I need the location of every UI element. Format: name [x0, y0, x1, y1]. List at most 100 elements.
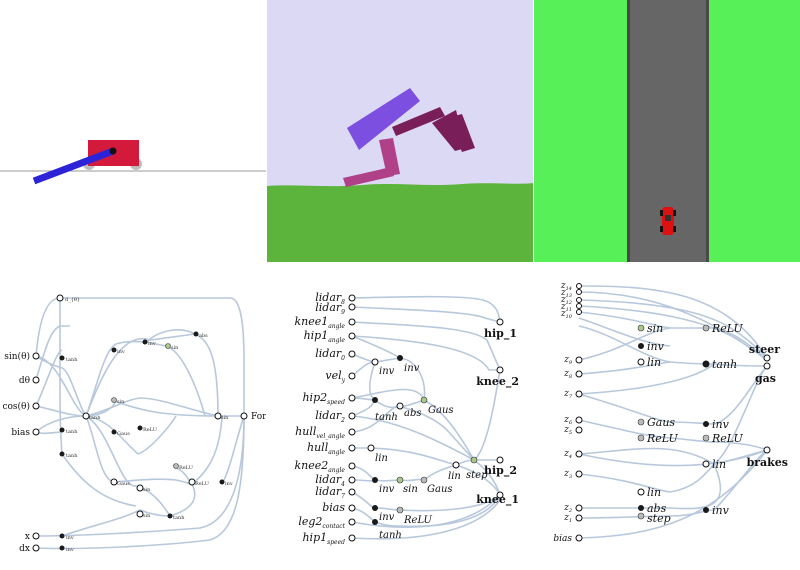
hidden-node [396, 506, 404, 514]
node-label: Gaus [117, 481, 130, 487]
hidden-node [165, 343, 171, 349]
pole [32, 147, 115, 185]
input-node [348, 350, 356, 358]
input-label: lidar4 [315, 473, 345, 488]
output-label: knee_1 [476, 493, 519, 507]
input-label: bias [553, 534, 572, 544]
input-node [575, 416, 583, 424]
hidden-node [396, 402, 404, 410]
pole-hinge [109, 147, 117, 155]
hidden-node [703, 507, 709, 513]
hidden-node [167, 513, 173, 519]
input-node [348, 332, 356, 340]
input-label: cos(θ) [2, 401, 30, 412]
hidden-label: inv [379, 512, 395, 523]
node-label: tanh [89, 415, 101, 421]
car-wheel [660, 226, 663, 232]
input-node [348, 476, 356, 484]
node-label: inv [66, 535, 74, 541]
input-node [348, 318, 356, 326]
output-node [496, 456, 504, 464]
hidden-label: ReLU [711, 322, 743, 335]
walker-hull [347, 88, 420, 150]
hidden-label: inv [379, 366, 395, 377]
node-label: abs [199, 333, 208, 339]
input-node [575, 470, 583, 478]
input-label: hip2speed [302, 391, 345, 406]
input-label: vely [325, 369, 345, 384]
output-label: hip_1 [484, 327, 517, 341]
walker-leg-back-lower [447, 114, 475, 152]
input-node [576, 283, 582, 289]
walker-hip-link [392, 107, 445, 136]
hidden-label: Gaus [647, 416, 675, 429]
output-node [496, 366, 504, 374]
hidden-node [59, 545, 65, 551]
hidden-label: sin [403, 484, 418, 495]
input-label: knee2angle [294, 459, 345, 474]
input-label: dx [19, 544, 30, 554]
car-wheel [673, 226, 676, 232]
output-label: steer [749, 343, 780, 356]
node-label: tanh [66, 453, 78, 459]
input-label: knee1angle [294, 315, 345, 330]
node-label: sin [221, 415, 229, 421]
input-label: dθ [19, 376, 30, 386]
hidden-label: abs [647, 502, 667, 515]
network-connections [351, 295, 501, 540]
hidden-label: inv [712, 504, 730, 517]
input-label: z4 [563, 449, 572, 460]
node-label: tanh [173, 515, 185, 521]
node-group [575, 283, 771, 542]
input-label: z13 [560, 288, 572, 299]
input-label: z12 [560, 295, 572, 306]
input-node [575, 534, 583, 542]
output-label: brakes [747, 456, 788, 469]
bipedal-walker-environment [267, 0, 533, 262]
cartpole-network-diagram: sin(θ) dθ cos(θ) bias x dx Force d_{θ} t… [0, 270, 277, 566]
walker-leg-front-lower [343, 167, 394, 187]
input-node-x [32, 532, 40, 540]
ground [267, 183, 533, 262]
input-label: lidar2 [315, 409, 345, 424]
input-node [576, 289, 582, 295]
hidden-label: lin [647, 356, 661, 369]
hidden-node [637, 324, 645, 332]
input-node [575, 390, 583, 398]
hidden-node [637, 418, 645, 426]
input-label: z14 [560, 281, 572, 292]
car-wheel [673, 210, 676, 216]
output-label: hip_2 [484, 464, 517, 478]
node-label: Gaus [117, 431, 130, 437]
car-racing-network-diagram: z14 z13 z12 z11 z10 z9 z8 z7 z6 z5 z4 z3… [534, 270, 800, 566]
input-label: hip1speed [302, 531, 345, 546]
input-label: z7 [563, 389, 573, 400]
hidden-node [637, 488, 645, 496]
input-node [348, 518, 356, 526]
input-label: z5 [563, 425, 572, 436]
walker-network-diagram: lidar8 lidar9 knee1angle hip1angle lidar… [267, 270, 533, 566]
hidden-node [702, 324, 710, 332]
input-label: bias [322, 501, 345, 514]
hidden-label: lin [375, 453, 388, 464]
output-node-force [240, 412, 248, 420]
hidden-node [637, 358, 645, 366]
hidden-node [59, 427, 65, 433]
node-group [348, 294, 504, 542]
node-label: inv [66, 547, 74, 553]
hidden-node [193, 331, 199, 337]
hidden-node [372, 477, 378, 483]
hidden-node [372, 505, 378, 511]
input-label: z3 [563, 469, 572, 480]
node-label: ReLU [179, 465, 193, 471]
hidden-label: lin [712, 458, 726, 471]
car-racing-environment [534, 0, 800, 262]
input-node [348, 462, 356, 470]
node-label: ReLU [195, 481, 209, 487]
hidden-label: ReLU [403, 515, 433, 526]
cartpole-environment [0, 0, 266, 262]
hidden-label: tanh [379, 530, 402, 541]
hidden-label: ReLU [646, 432, 678, 445]
walker-leg-front-upper [379, 138, 400, 176]
input-node [348, 488, 356, 496]
